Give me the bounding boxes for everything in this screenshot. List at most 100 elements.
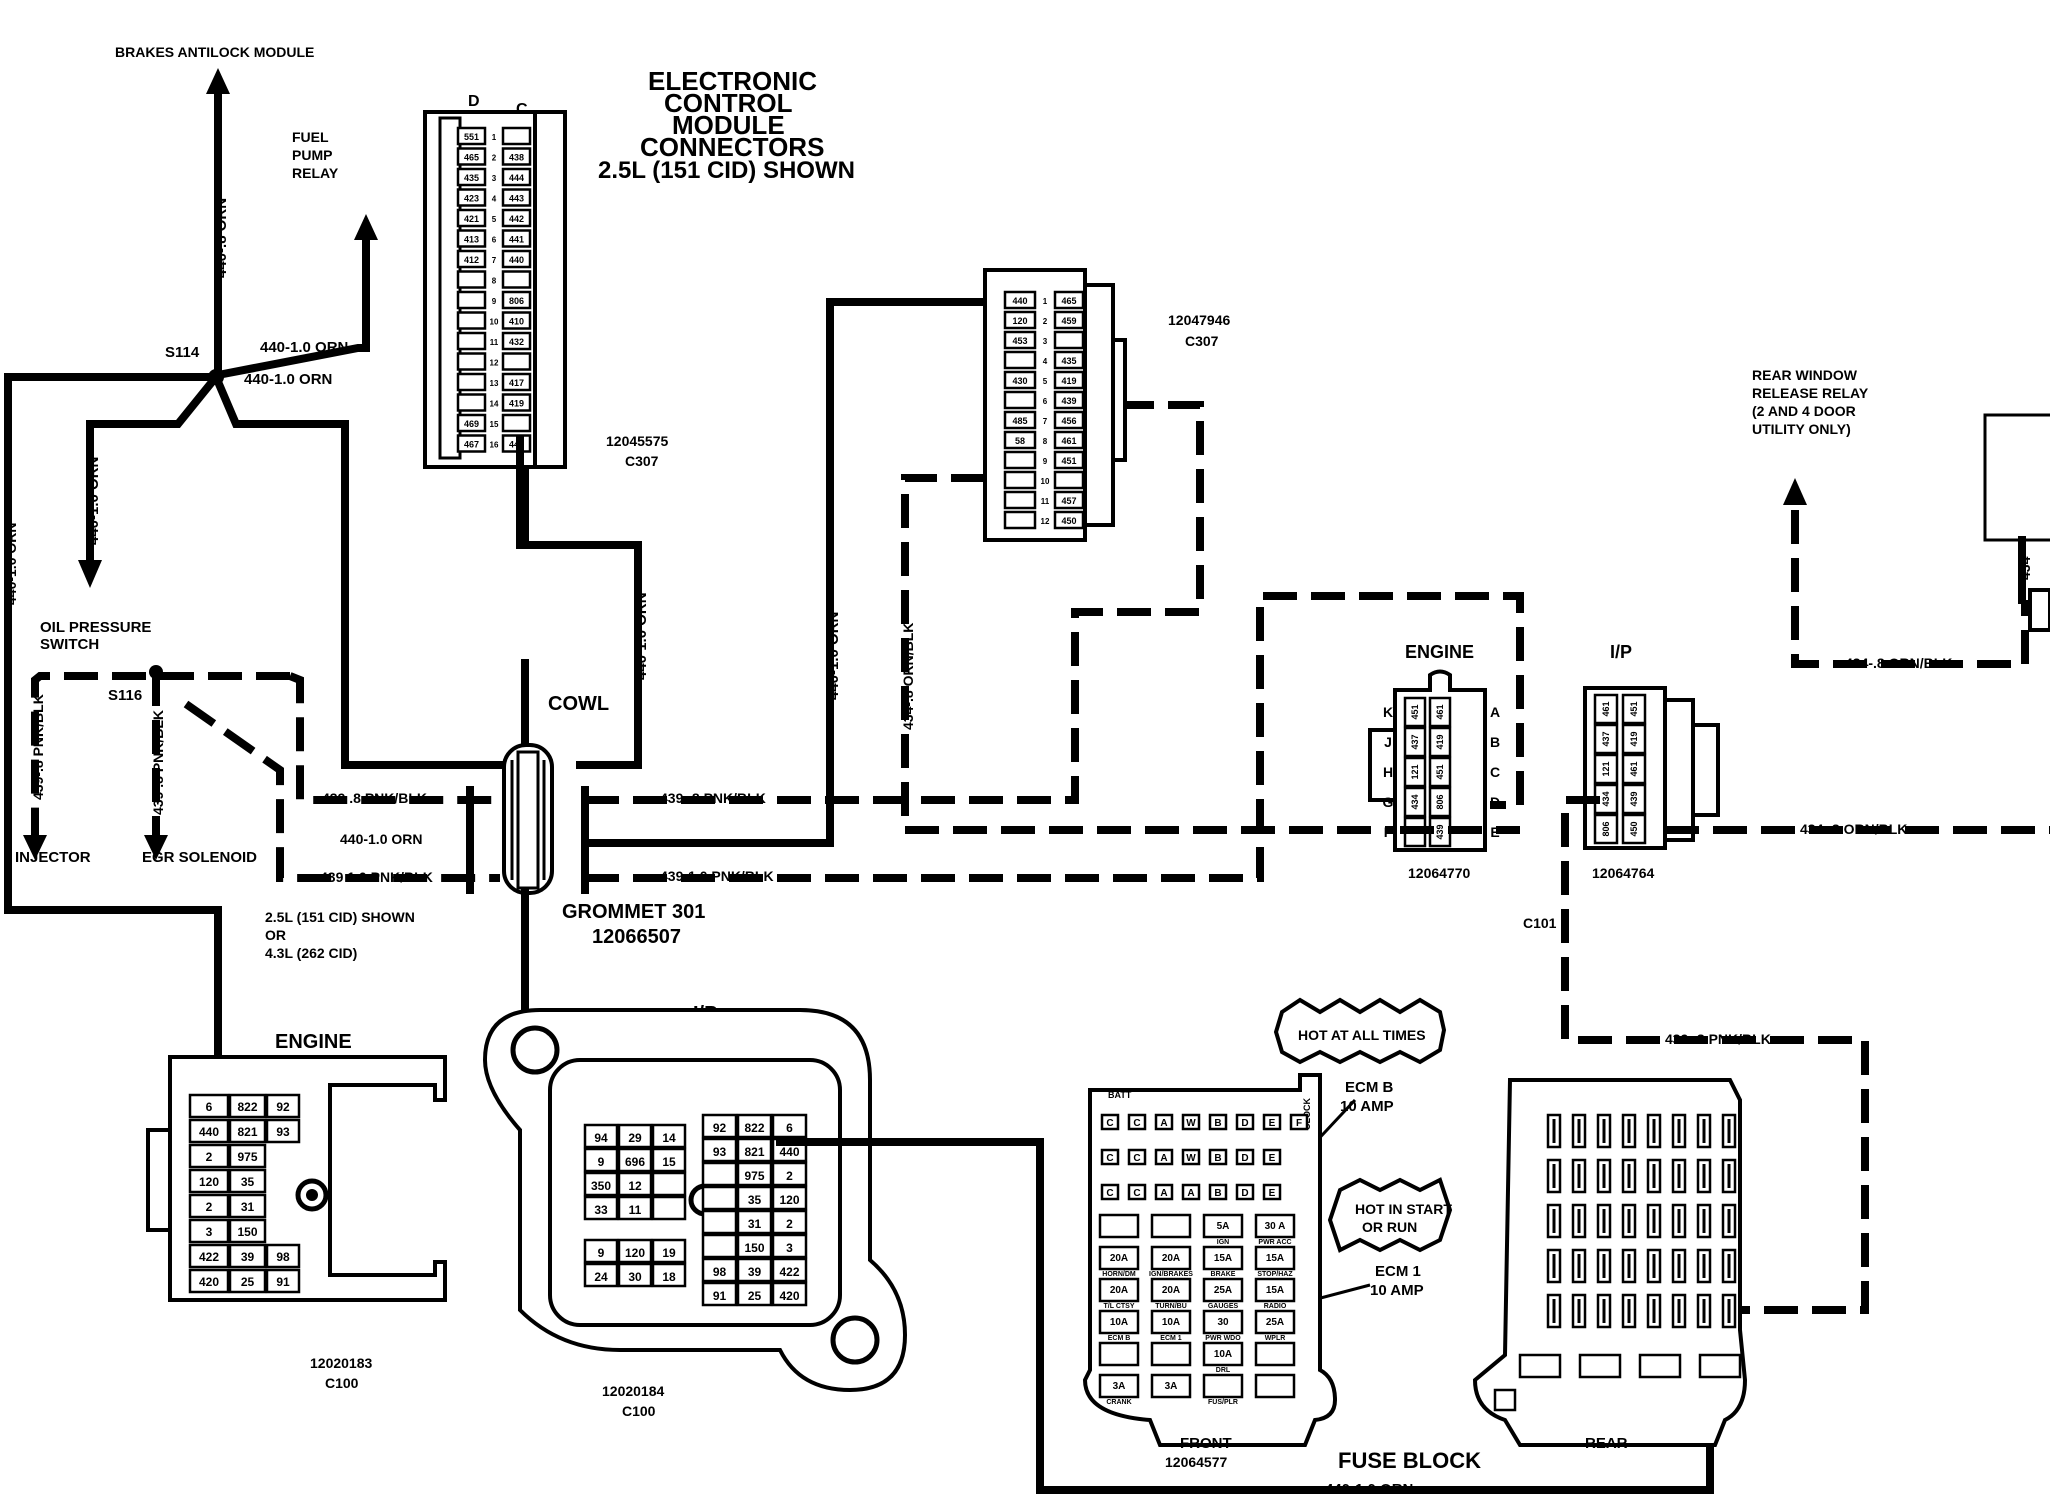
ecm-pin-c-label: 443 xyxy=(509,194,524,204)
c100-cell-label: 31 xyxy=(241,1200,255,1214)
c307-pin-r xyxy=(1053,510,1085,530)
ecm-pin-d xyxy=(456,126,487,146)
c103-left2-cell xyxy=(617,1262,653,1288)
c307-pin-r-label: 461 xyxy=(1061,436,1076,446)
c103-right-cell-label: 2 xyxy=(786,1169,793,1183)
fuel-pump-label-1: FUEL xyxy=(292,129,329,145)
fuse-front-value: 10A xyxy=(1110,1317,1128,1328)
fuse-front-terminal xyxy=(1100,1183,1120,1201)
c103-right-cell-label: 31 xyxy=(748,1217,762,1231)
ecm-row-number: 14 xyxy=(490,400,499,409)
c307-pin-l xyxy=(1003,330,1037,350)
c103-left2-cell-label: 120 xyxy=(625,1246,645,1260)
hot-all-times-callout xyxy=(1273,997,1447,1065)
ecm-title-2: CONTROL xyxy=(664,88,793,118)
c103-right-cell-label: 25 xyxy=(748,1289,762,1303)
fuse-front-name: TURN/BU xyxy=(1155,1303,1187,1310)
c101-ip-pin-label: 439 xyxy=(1629,791,1639,806)
c101-ip-pin xyxy=(1621,723,1647,755)
c103-left-cell xyxy=(651,1195,687,1221)
c103-left2-cell xyxy=(583,1262,619,1288)
c103-left2-cell-label: 30 xyxy=(628,1270,642,1284)
c307-row-number: 4 xyxy=(1043,357,1048,366)
wire-440-10-orn-left: 440-1.0 ORN xyxy=(3,523,19,605)
c100-cell xyxy=(188,1218,230,1244)
c103-right-cell xyxy=(736,1161,773,1187)
fuse-front-fuse xyxy=(1098,1213,1140,1239)
c103-right-cell-label: 420 xyxy=(779,1289,799,1303)
fuse-front-fuse xyxy=(1202,1277,1244,1303)
c103-left-cell-label: 33 xyxy=(594,1203,608,1217)
relay-box xyxy=(1983,413,2050,542)
fuse-front-fuse xyxy=(1098,1277,1140,1303)
ecm-pin-d xyxy=(456,290,487,310)
fuse-front-terminal xyxy=(1262,1148,1282,1166)
fuse-front-terminal xyxy=(1289,1113,1309,1131)
fuse-front-terminal xyxy=(1127,1148,1147,1166)
ecm-pin-d-label: 551 xyxy=(464,132,479,142)
c103-right-cell xyxy=(736,1281,773,1307)
fuse-front-value: 10A xyxy=(1162,1317,1180,1328)
ecm-title-3: MODULE xyxy=(672,110,785,140)
c103-left-cell xyxy=(583,1123,619,1149)
fuse-front-terminal xyxy=(1154,1183,1174,1201)
c307-pin-l xyxy=(1003,490,1037,510)
fuse-front-terminal-label: C xyxy=(1133,1153,1140,1164)
c103-left-cell xyxy=(617,1195,653,1221)
c103-ip: I/P 942914969615350123311912019243018928… xyxy=(482,1003,1714,1498)
ecm-pin-c-label: 806 xyxy=(509,296,524,306)
c101-engine-letter-left: J xyxy=(1384,734,1392,750)
c307-pin-l-label: 485 xyxy=(1012,416,1027,426)
injector-label: INJECTOR xyxy=(15,849,91,866)
ecm-pin-d xyxy=(456,413,487,433)
ecm-conn-d: D xyxy=(468,93,480,110)
ecm-row-number: 16 xyxy=(490,441,499,450)
grommet-label-1: GROMMET 301 xyxy=(562,901,705,923)
c101-engine-pin xyxy=(1403,786,1427,818)
c307-pin-r xyxy=(1053,310,1085,330)
c307-pin-l-label: 430 xyxy=(1012,376,1027,386)
c307-pin-r xyxy=(1053,370,1085,390)
c307-pin-l xyxy=(1003,290,1037,310)
fuse-front-terminal xyxy=(1181,1113,1201,1131)
c103-right-cell xyxy=(701,1233,738,1259)
c101-ip-pin xyxy=(1593,753,1619,785)
fuse-front-fuse xyxy=(1150,1245,1192,1271)
fuse-front-terminal-label: C xyxy=(1106,1153,1113,1164)
c307-pin-r-label: 465 xyxy=(1061,296,1076,306)
fuse-front-fuse xyxy=(1098,1341,1140,1367)
arrow-down-icon xyxy=(23,835,47,860)
ecm-pin-c xyxy=(501,372,532,392)
ecm-row-number: 15 xyxy=(490,420,499,429)
c101-engine-letter-right: A xyxy=(1490,704,1500,720)
fuse-front-fuse xyxy=(1254,1213,1296,1239)
c103-left-cell-label: 696 xyxy=(625,1155,645,1169)
fuse-front-terminal xyxy=(1235,1113,1255,1131)
fuse-front-terminal xyxy=(1262,1183,1282,1201)
c103-right-cell xyxy=(771,1281,808,1307)
ecm-pin-c xyxy=(501,167,532,187)
c100-cell xyxy=(228,1243,267,1269)
c307-row-number: 8 xyxy=(1043,437,1048,446)
c101-engine-pin xyxy=(1403,756,1427,788)
c101-engine-letter-right: B xyxy=(1490,734,1500,750)
c103-left2-cell xyxy=(583,1238,619,1264)
ecm-pin-c xyxy=(501,126,532,146)
c103-left-cell xyxy=(617,1171,653,1197)
c307-pin-r-label: 459 xyxy=(1061,316,1076,326)
c307-pin-r-label: 457 xyxy=(1061,496,1076,506)
c100-cell xyxy=(228,1143,267,1169)
ecm-row-number: 6 xyxy=(492,236,497,245)
oil-switch-label-2: SWITCH xyxy=(40,636,99,653)
wire-440-08-orn: 440-.8 ORN xyxy=(213,198,230,278)
rear-window-4: UTILITY ONLY) xyxy=(1752,421,1851,437)
c101-ip-pin xyxy=(1621,693,1647,725)
c103-right-cell-label: 98 xyxy=(713,1265,727,1279)
c100-cell-label: 422 xyxy=(199,1250,219,1264)
c101-engine-pin xyxy=(1428,726,1452,758)
fuse-front-name: GAUGES xyxy=(1208,1303,1239,1310)
fuse-front-terminal-label: A xyxy=(1187,1188,1194,1199)
c100-cell xyxy=(188,1168,230,1194)
ecm-pin-c-label: 441 xyxy=(509,235,524,245)
